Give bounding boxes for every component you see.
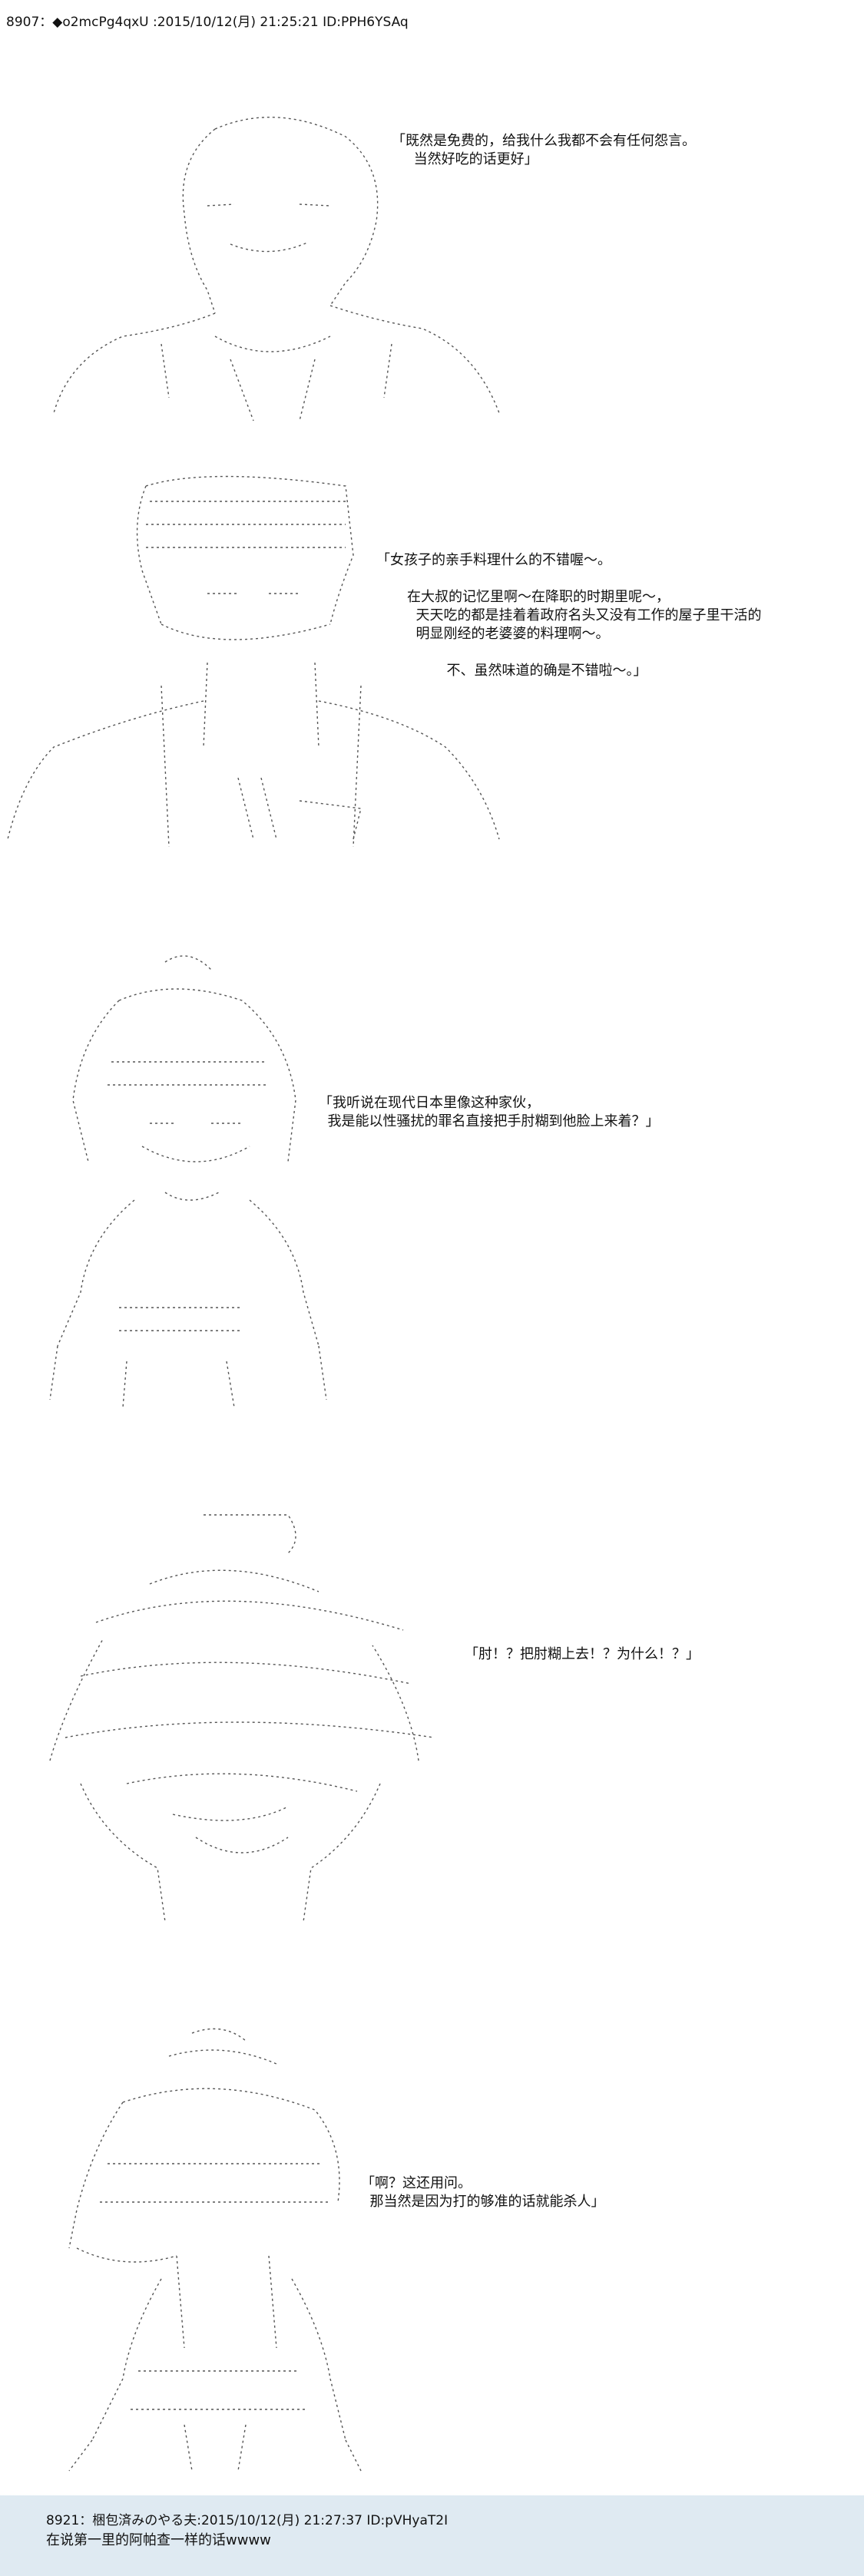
dialogue-scene-3: 「我听说在现代日本里像这种家伙， 我是能以性骚扰的罪名直接把手肘糊到他脸上来着？… (319, 1095, 660, 1129)
ascii-art-girl (12, 918, 334, 1422)
ascii-art-surprised-face (35, 1478, 435, 1952)
dialogue-scene-2: 「女孩子的亲手料理什么的不错喔～。 在大叔的记忆里啊～在降职的时期里呢～， 天天… (376, 552, 762, 679)
post-header: 8907：◆o2mcPg4qxU :2015/10/12(月) 21:25:21… (6, 15, 409, 30)
reply-post-header: 8921：梱包済みのやる夫:2015/10/12(月) 21:27:37 ID:… (46, 2513, 449, 2528)
ascii-art-bearded-man (7, 441, 500, 869)
reply-post-body: 在说第一里的阿帕查一样的话wwww (46, 2532, 271, 2548)
dialogue-scene-4: 「肘！？把肘糊上去！？为什么！？」 (465, 1646, 700, 1662)
reply-post-background (0, 2495, 864, 2576)
ascii-art-back-view (46, 1996, 369, 2485)
dialogue-scene-1: 「既然是免费的，给我什么我都不会有任何怨言。 当然好吃的话更好」 (392, 133, 696, 167)
dialogue-scene-5: 「啊？这还用问。 那当然是因为打的够准的话就能杀人」 (361, 2175, 605, 2210)
ascii-art-bald-man (23, 77, 515, 443)
